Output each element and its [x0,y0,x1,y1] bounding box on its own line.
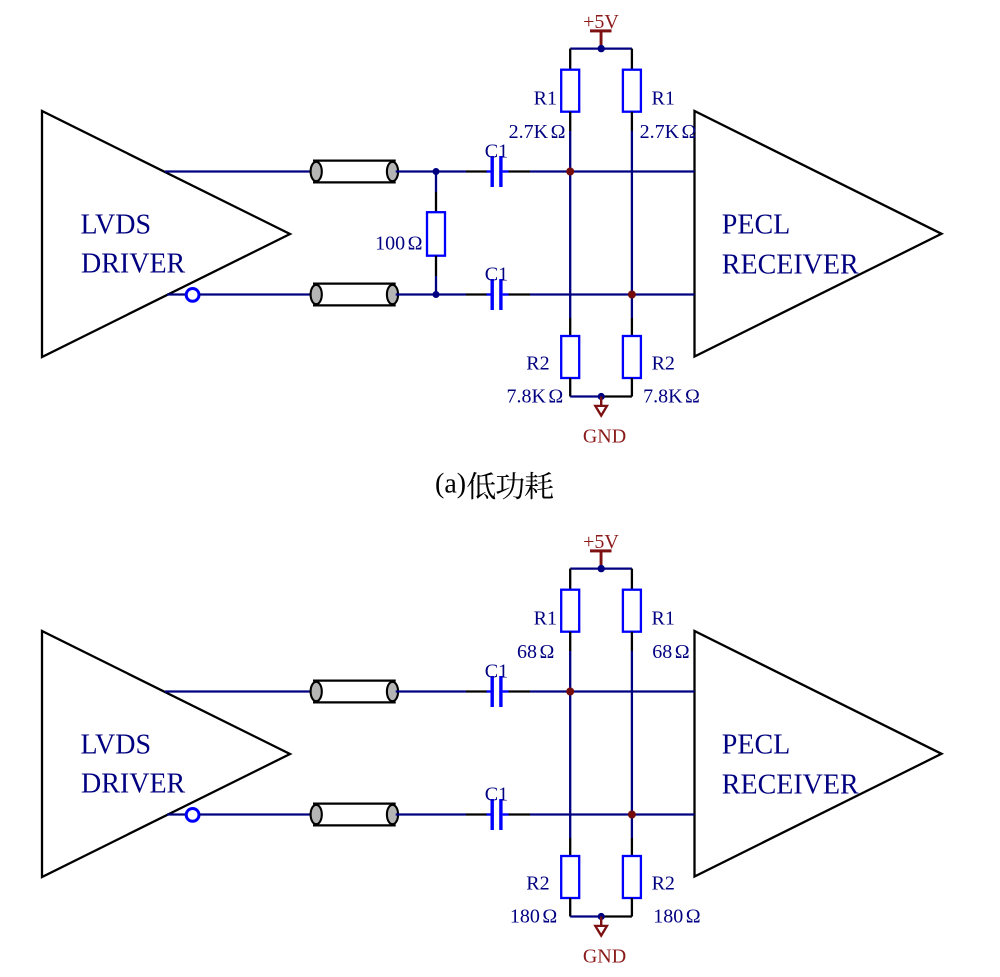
svg-text:68 Ω: 68 Ω [652,641,689,663]
svg-text:RECEIVER: RECEIVER [722,250,859,281]
svg-text:R2: R2 [526,873,549,895]
svg-text:DRIVER: DRIVER [81,769,186,800]
svg-text:7.8K Ω: 7.8K Ω [643,386,700,408]
svg-text:R1: R1 [534,608,557,630]
svg-text:LVDS: LVDS [81,209,152,240]
svg-text:180 Ω: 180 Ω [653,906,700,928]
svg-text:PECL: PECL [722,730,790,761]
svg-text:C1: C1 [485,784,508,806]
svg-text:DRIVER: DRIVER [81,249,186,280]
svg-text:R1: R1 [652,608,675,630]
svg-text:PECL: PECL [722,210,790,241]
svg-text:R1: R1 [534,88,557,110]
svg-text:2.7K Ω: 2.7K Ω [640,121,697,143]
svg-text:C1: C1 [485,661,508,683]
svg-text:GND: GND [583,425,626,447]
svg-text:7.8K Ω: 7.8K Ω [506,386,563,408]
svg-text:2.7K Ω: 2.7K Ω [509,121,566,143]
svg-text:+5V: +5V [583,11,619,33]
svg-text:GND: GND [583,945,626,967]
svg-text:R1: R1 [652,88,675,110]
svg-text:LVDS: LVDS [81,729,152,760]
svg-text:C1: C1 [485,141,508,163]
svg-text:R2: R2 [652,353,675,375]
svg-text:180 Ω: 180 Ω [510,906,557,928]
svg-text:+5V: +5V [583,531,619,553]
svg-text:R2: R2 [526,353,549,375]
svg-text:100 Ω: 100 Ω [375,233,422,255]
svg-text:68 Ω: 68 Ω [517,641,554,663]
svg-text:C1: C1 [485,264,508,286]
svg-text:R2: R2 [652,873,675,895]
svg-text:(a): (a) [435,469,466,500]
svg-text:RECEIVER: RECEIVER [722,770,859,801]
